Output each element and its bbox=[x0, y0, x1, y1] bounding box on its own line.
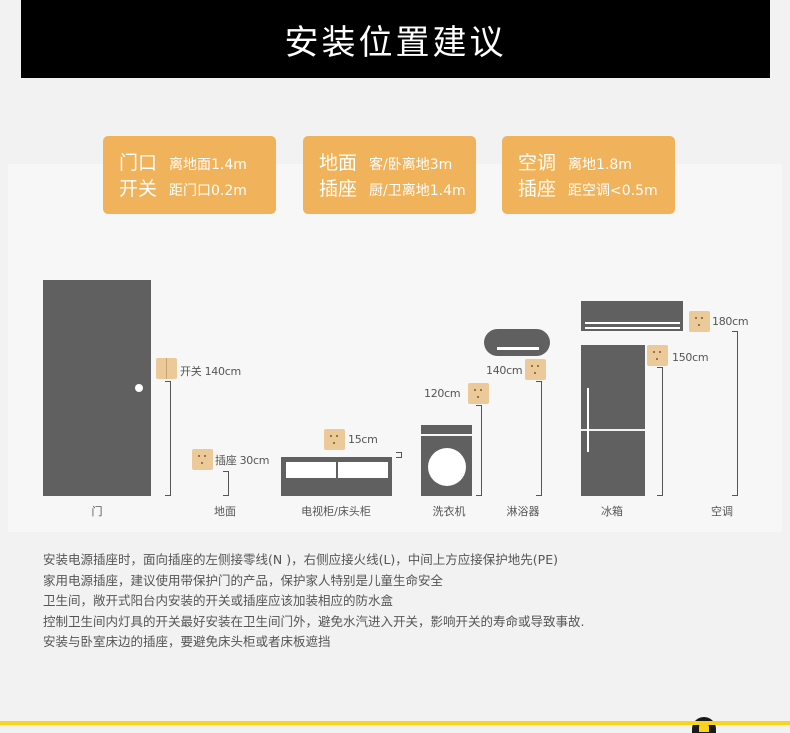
tv-socket-bracket bbox=[396, 452, 402, 458]
installation-notes: 安装电源插座时，面向插座的左侧接零线(N )，右侧应接火线(L)，中间上方应接保… bbox=[43, 550, 584, 653]
fridge-socket-bracket bbox=[657, 367, 663, 496]
fridge-divider bbox=[581, 429, 645, 431]
ac-socket-label: 180cm bbox=[712, 315, 749, 328]
card-value: 厨/卫离地1.4m bbox=[369, 183, 466, 199]
card-value: 离地面1.4m bbox=[169, 157, 247, 173]
floor-socket-label: 插座 30cm bbox=[215, 454, 270, 467]
switch-height-label: 开关 140cm bbox=[180, 365, 241, 378]
washer-socket-label: 120cm bbox=[424, 387, 461, 400]
note-line: 卫生间，敞开式阳台内安装的开关或插座应该加装相应的防水盒 bbox=[43, 593, 394, 608]
card-key: 空调 bbox=[518, 152, 557, 174]
socket-icon bbox=[468, 383, 489, 404]
washer-door-icon bbox=[428, 448, 466, 486]
water-heater-illustration bbox=[484, 329, 550, 356]
note-line: 安装电源插座时，面向插座的左侧接零线(N )，右侧应接火线(L)，中间上方应接保… bbox=[43, 552, 558, 567]
caption-tv-cabinet: 电视柜/床头柜 bbox=[301, 505, 371, 518]
ac-stripe bbox=[585, 322, 680, 324]
air-conditioner-illustration bbox=[581, 301, 683, 331]
card-value: 离地1.8m bbox=[568, 157, 632, 173]
card-value: 距空调<0.5m bbox=[568, 183, 658, 199]
ac-socket-bracket bbox=[732, 331, 738, 496]
card-value: 客/卧离地3m bbox=[369, 157, 453, 173]
card-door-switch: 门口离地面1.4m 开关距门口0.2m bbox=[103, 136, 276, 214]
note-line: 家用电源插座，建议使用带保护门的产品，保护家人特别是儿童生命安全 bbox=[43, 572, 444, 588]
tv-socket-label: 15cm bbox=[348, 433, 378, 446]
cabinet-drawer bbox=[286, 462, 336, 478]
socket-icon bbox=[192, 449, 213, 470]
socket-icon bbox=[689, 311, 710, 332]
floor-socket-bracket bbox=[223, 471, 229, 496]
cabinet-drawer bbox=[338, 462, 388, 478]
washer-top bbox=[421, 425, 472, 434]
note-line: 安装与卧室床边的插座，要避免床头柜或者床板遮挡 bbox=[43, 634, 331, 649]
socket-icon bbox=[647, 345, 668, 366]
caption-fridge: 冰箱 bbox=[601, 505, 623, 518]
water-heater-stripe bbox=[497, 347, 539, 350]
socket-icon bbox=[525, 359, 546, 380]
header-banner: 安装位置建议 bbox=[21, 0, 770, 78]
door-illustration bbox=[43, 280, 151, 496]
heater-socket-label: 140cm bbox=[486, 364, 523, 377]
fridge-socket-label: 150cm bbox=[672, 351, 709, 364]
ac-stripe bbox=[585, 327, 680, 329]
card-ac-socket: 空调离地1.8m 插座距空调<0.5m bbox=[502, 136, 675, 214]
switch-icon bbox=[156, 358, 177, 379]
caption-air-conditioner: 空调 bbox=[711, 505, 733, 518]
note-line: 控制卫生间内灯具的开关最好安装在卫生间门外，避免水汽进入开关，影响开关的寿命或导… bbox=[43, 613, 585, 629]
fridge-handle bbox=[587, 388, 589, 452]
page-title: 安装位置建议 bbox=[284, 22, 507, 63]
card-value: 距门口0.2m bbox=[169, 183, 247, 199]
socket-icon bbox=[324, 429, 345, 450]
card-key: 插座 bbox=[518, 178, 557, 200]
footer-logo-icon bbox=[692, 717, 716, 733]
fridge-illustration bbox=[581, 345, 645, 496]
washer-socket-bracket bbox=[476, 405, 482, 496]
caption-water-heater: 淋浴器 bbox=[506, 505, 540, 518]
heater-socket-bracket bbox=[536, 381, 542, 496]
card-floor-socket: 地面客/卧离地3m 插座厨/卫离地1.4m bbox=[303, 136, 476, 214]
door-knob-icon bbox=[135, 384, 143, 392]
switch-height-bracket bbox=[165, 381, 171, 496]
footer-bar bbox=[0, 721, 790, 725]
caption-floor: 地面 bbox=[214, 505, 236, 518]
caption-door: 门 bbox=[91, 505, 103, 518]
card-key: 地面 bbox=[319, 152, 358, 174]
caption-washer: 洗衣机 bbox=[432, 505, 466, 518]
card-key: 开关 bbox=[119, 178, 158, 200]
card-key: 插座 bbox=[319, 178, 358, 200]
card-key: 门口 bbox=[119, 152, 158, 174]
